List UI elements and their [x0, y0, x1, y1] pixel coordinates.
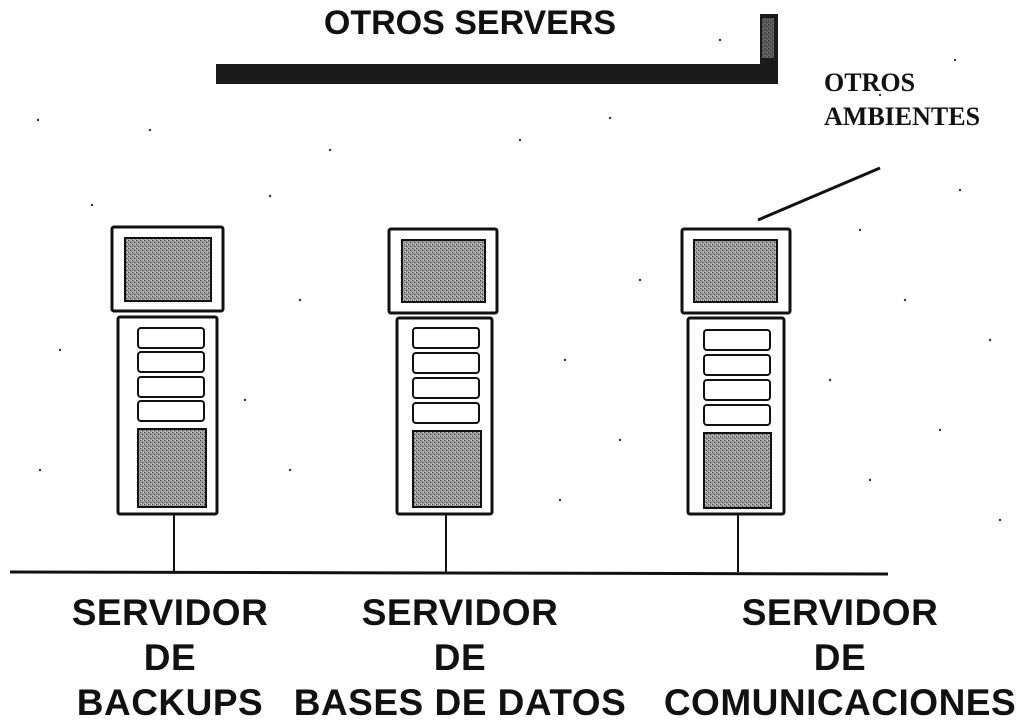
drive-bay [412, 402, 480, 424]
monitor-screen [401, 239, 486, 303]
caption-line: COMUNICACIONES [663, 682, 1017, 723]
other-servers-bus [216, 14, 778, 84]
monitor-screen [124, 237, 212, 302]
other-environments-link-line [757, 166, 881, 222]
drive-bay [412, 377, 480, 399]
caption-line: DE [813, 637, 867, 678]
lan-bus-line [9, 570, 889, 576]
caption-line: SERVIDOR [741, 592, 939, 633]
other-environments-line2: AMBIENTES [824, 102, 981, 131]
server-communications-icon [680, 227, 792, 572]
drive-bay [703, 379, 771, 401]
server-communications-caption: SERVIDOR DE COMUNICACIONES [660, 590, 1020, 725]
top-bus-bar [216, 64, 772, 84]
other-environments-line1: OTROS [824, 68, 916, 97]
server-databases-caption: SERVIDOR DE BASES DE DATOS [270, 590, 650, 725]
other-environments-label: OTROS AMBIENTES [824, 66, 980, 134]
server-databases-icon [387, 227, 499, 572]
drive-bay [137, 376, 205, 398]
caption-line: SERVIDOR [71, 592, 269, 633]
drive-bay [137, 327, 205, 349]
caption-line: DE [433, 637, 487, 678]
other-servers-label: OTROS SERVERS [323, 4, 617, 42]
drive-bay [703, 354, 771, 376]
server-backups-icon [110, 225, 225, 572]
scan-noise [36, 38, 1002, 522]
drive-bay [412, 352, 480, 374]
monitor-screen [693, 239, 778, 303]
caption-line: SERVIDOR [361, 592, 559, 633]
drive-bay [137, 351, 205, 373]
tower-panel [137, 428, 207, 508]
tower-panel [703, 432, 772, 509]
caption-line: BASES DE DATOS [293, 682, 627, 723]
drive-bay [703, 404, 771, 426]
drive-bay [137, 400, 205, 422]
caption-line: DE [143, 637, 197, 678]
tower-panel [412, 430, 482, 508]
drive-bay [412, 327, 480, 349]
drive-bay [703, 329, 771, 351]
